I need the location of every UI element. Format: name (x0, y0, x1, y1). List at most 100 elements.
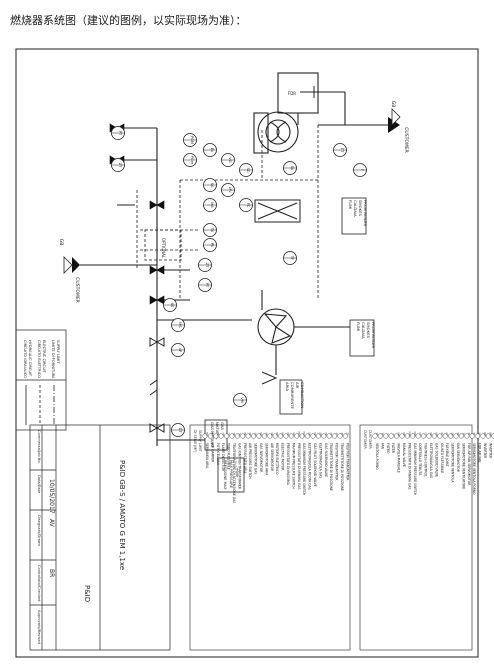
smoke-box-top (341, 197, 367, 235)
table-symbol (207, 433, 213, 439)
table-tag: SG (254, 432, 257, 435)
table-tag: PT (335, 433, 338, 436)
bubble-tag: F (360, 169, 364, 171)
table-symbol (245, 433, 251, 439)
table-row-text: INVERTER (483, 443, 487, 459)
instrument-bubble: ZT (198, 258, 212, 272)
table-tag: MA (205, 432, 208, 436)
bubble-tag: PGM (190, 136, 194, 144)
table-symbol (288, 433, 294, 439)
table-row-text: TRASMETTITORE DI POSIZIONE (340, 442, 344, 491)
instrument-bubble: VF (171, 343, 185, 357)
table-row-text: FLEXIBLE JOINT (445, 443, 449, 467)
air-line3: AIR (295, 382, 300, 389)
smoke-line-top (318, 92, 390, 126)
table-symbol (310, 433, 316, 439)
table-header: SUPPLY LIMIT (198, 430, 202, 453)
legend-label-en: HYDRAULIC CIRCUIT (28, 340, 32, 377)
table-tag: PA (243, 433, 246, 436)
smoke-mid-line3: SMOKES (366, 322, 371, 339)
bubble-tag: EV (210, 148, 214, 153)
table-symbol (267, 433, 273, 439)
legend-label-it: CIRCUITO ELETTRICO (37, 340, 41, 378)
table-row-text: ELETTROVALVOLA GAS (429, 443, 433, 478)
table-header: CUSTOMER (368, 430, 372, 449)
instrument-bubble: SG (239, 163, 253, 177)
table-symbol (305, 433, 311, 439)
table-tag: ZT (340, 433, 343, 436)
smoke-top-line2: CALDAIA (353, 200, 358, 217)
table-symbol (224, 433, 230, 439)
bubble-tag: ZT (118, 163, 122, 168)
table-tag: CT (424, 433, 427, 437)
customer-arrow-left (72, 257, 80, 273)
bubble-tag: PT (205, 283, 209, 288)
table-tag: SG (259, 432, 262, 435)
instrument-bubble: ZT (111, 158, 125, 172)
table-symbol (415, 433, 421, 439)
table-tag: SV (451, 433, 454, 436)
smoke-box-mid (349, 319, 375, 357)
instrument-bubble: SV (283, 161, 297, 175)
combustion-fan (257, 290, 320, 375)
instrument-bubble: PGM (183, 133, 197, 147)
table-symbol (315, 433, 321, 439)
table-symbol (377, 433, 383, 439)
burner-assembly (253, 72, 319, 154)
table-symbol (399, 433, 405, 439)
table-tag: PT (329, 433, 332, 436)
valve-5 (149, 295, 165, 305)
table-tag: EV (324, 433, 327, 436)
title-row-header: Approvato/Revised (37, 610, 41, 644)
table-tag: VG (434, 432, 437, 435)
table-row-text: FILTRO (386, 443, 390, 454)
electric-lines (136, 125, 319, 300)
instrument-bubble: TF (283, 251, 297, 265)
table-symbol (251, 433, 257, 439)
table-row-text: GAS SERVOMOTOR (259, 443, 263, 473)
table-header: DI SERIE (MF) (193, 430, 197, 452)
heat-exchanger (254, 199, 301, 223)
symbol-table-frame (189, 424, 473, 651)
bubble-tag: CT (340, 148, 344, 154)
bubble-tag: FC (246, 203, 250, 208)
bubble-tag: SA (210, 183, 214, 188)
table-row-text: SERVOMOTORE GAS (254, 443, 258, 474)
table-tag: MV (281, 432, 284, 436)
table-symbol (469, 433, 475, 439)
table-tag: SF (478, 433, 481, 436)
instrument-bubble: PA (203, 238, 217, 252)
table-row-text: SERVOMOTORE VENTILATORE (461, 443, 465, 489)
table-symbol (337, 433, 343, 439)
table-symbol (234, 433, 240, 439)
instrument-bubble: EV (203, 143, 217, 157)
instrument-bubble: CT (333, 143, 347, 157)
table-symbol (240, 433, 246, 439)
table-symbol (431, 433, 437, 439)
table-tag: MV (275, 432, 278, 436)
table-tag: PGM (413, 432, 416, 437)
table-symbol (372, 433, 378, 439)
table-tag: F (386, 433, 389, 435)
table-tag: PGm (297, 431, 300, 436)
table-tag: INV (488, 432, 491, 436)
title-row-header: Data/Date (37, 475, 41, 494)
table-row-text: GAS SOLENOID VALVE (434, 443, 438, 477)
table-row-text: AIR PRESSURE SWITCH (248, 443, 252, 479)
table-row-text: TRASMETTITORE DI POSIZIONE (329, 442, 333, 491)
table-tag: PG (291, 432, 294, 435)
table-row-text: SERVOMOTORE VENTOLA (451, 443, 455, 483)
instrument-bubble: TA (203, 223, 217, 237)
table-row-text: TRASFORMATORE DI ACCENSIONE GAS (232, 442, 236, 503)
table-tag: FC (216, 433, 219, 436)
table-row-text: MOTORE ELETTRICO (275, 443, 279, 475)
table-symbol (453, 433, 459, 439)
bubble-tag: MV (228, 187, 232, 193)
table-symbol (480, 433, 486, 439)
instrument-bubble: VG (221, 153, 235, 167)
table-row-text: AIR SERVOMOTOR (270, 443, 274, 472)
gb-label-top: GB (390, 101, 396, 108)
table-symbol (202, 433, 208, 439)
table-tag: EV (313, 433, 316, 436)
